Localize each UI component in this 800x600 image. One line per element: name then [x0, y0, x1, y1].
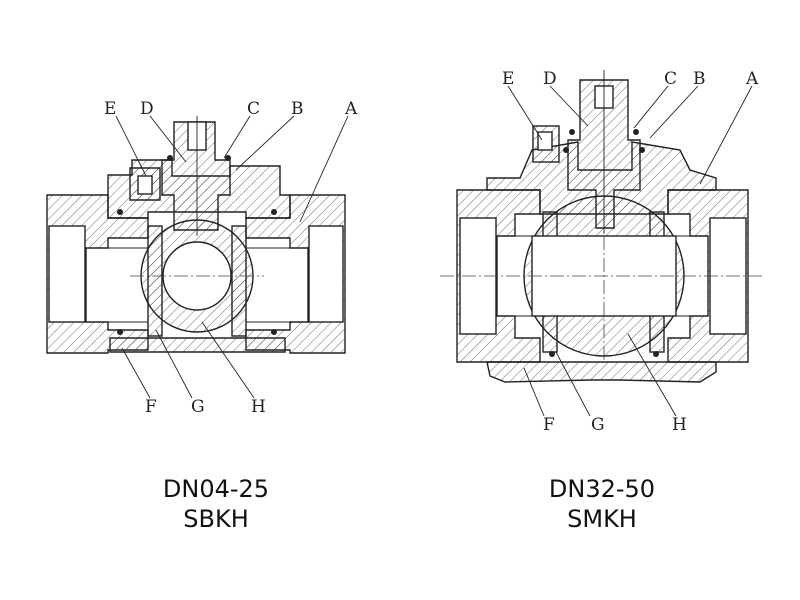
- right-size-range: DN32-50: [548, 475, 656, 503]
- right-top-leaders: [507, 85, 753, 185]
- left-callout-C: C: [247, 99, 260, 119]
- right-callout-A: A: [745, 69, 759, 89]
- left-ball: [130, 219, 264, 333]
- right-callout-D: D: [543, 69, 557, 89]
- right-callout-B: B: [693, 69, 706, 89]
- right-valve-caption: DN32-50 SMKH: [502, 474, 702, 534]
- left-bottom-leaders: [121, 321, 255, 399]
- right-callout-F: F: [543, 415, 555, 435]
- right-callout-C: C: [664, 69, 677, 89]
- left-top-leaders: [115, 115, 349, 223]
- right-callout-G: G: [591, 415, 605, 435]
- left-gland: [129, 167, 161, 201]
- left-callout-H: H: [251, 397, 266, 417]
- left-model-name: SBKH: [183, 505, 249, 533]
- right-callout-H: H: [672, 415, 687, 435]
- left-callout-F: F: [145, 397, 157, 417]
- left-callout-G: G: [191, 397, 205, 417]
- left-callout-E: E: [104, 99, 116, 119]
- right-stem: [567, 70, 641, 234]
- left-valve-section: E D C B A F G H: [46, 99, 358, 417]
- right-model-name: SMKH: [567, 505, 637, 533]
- right-valve-section: E D C B A F G H: [440, 69, 765, 435]
- right-orings: [549, 129, 659, 357]
- left-callout-A: A: [344, 99, 358, 119]
- left-valve-caption: DN04-25 SBKH: [116, 474, 316, 534]
- left-size-range: DN04-25: [162, 475, 270, 503]
- left-callout-B: B: [291, 99, 304, 119]
- left-orings: [117, 155, 277, 335]
- right-ball: [440, 195, 765, 360]
- left-stem: [161, 116, 231, 236]
- right-bottom-leaders: [523, 333, 677, 417]
- left-callout-D: D: [140, 99, 154, 119]
- right-callout-E: E: [502, 69, 514, 89]
